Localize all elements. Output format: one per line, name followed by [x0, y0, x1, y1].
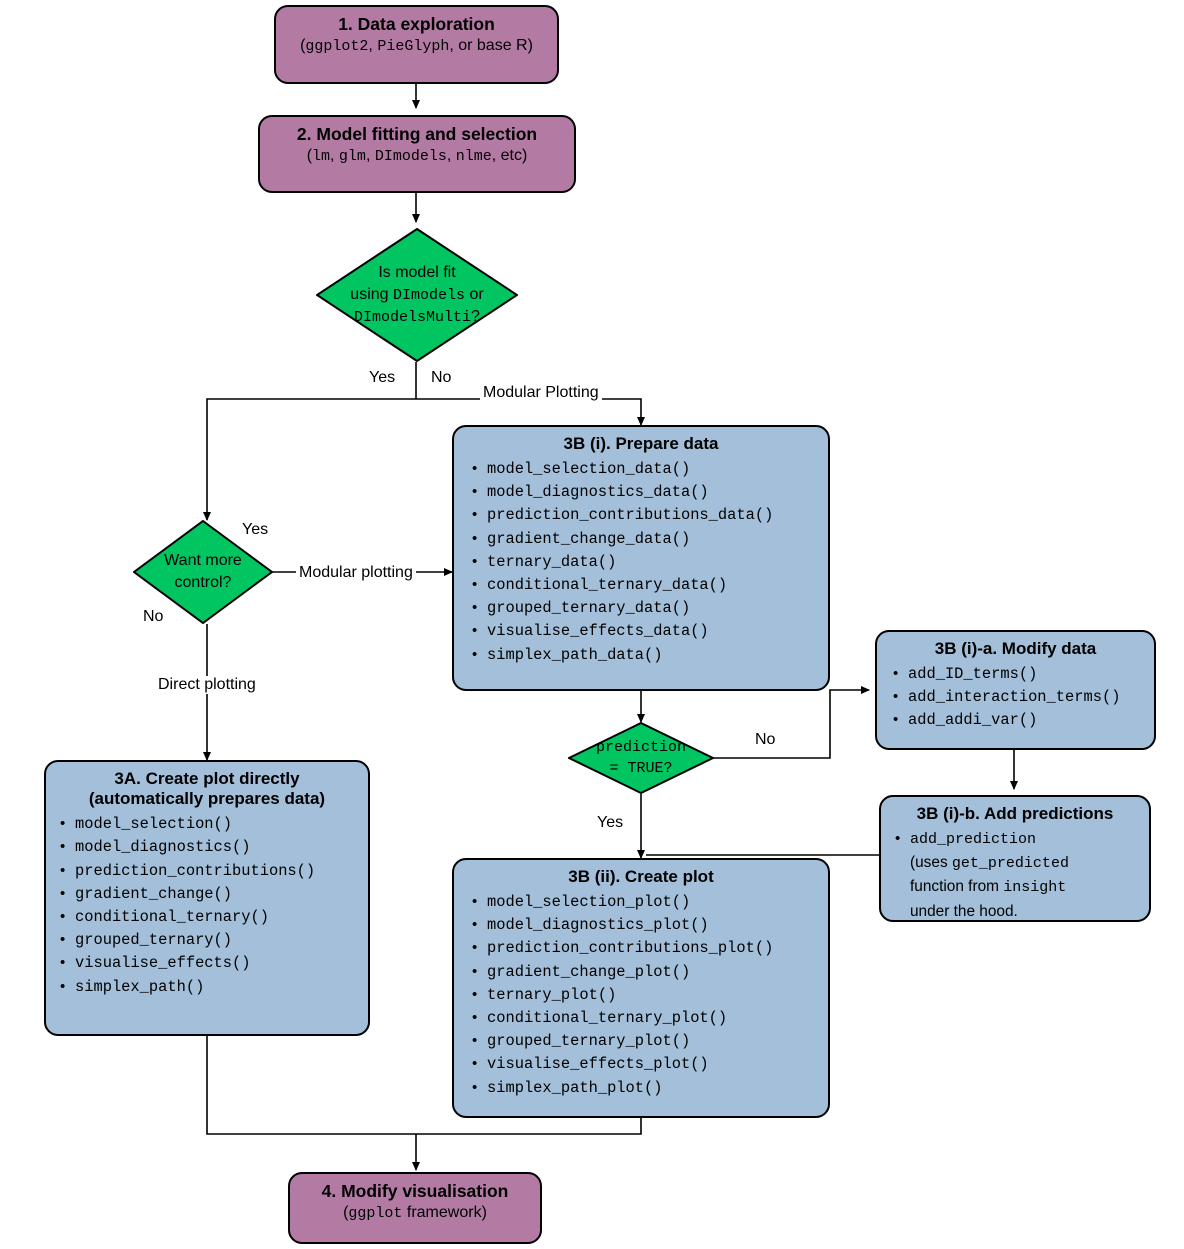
edge-no-modular-plotting: [416, 398, 645, 426]
list-item: simplex_path_plot(): [472, 1076, 828, 1100]
decision-want-more-control[interactable]: Want more control?: [133, 520, 273, 624]
decision-prediction-true[interactable]: prediction = TRUE?: [568, 722, 714, 794]
edge-prediction-no-modify: [713, 686, 870, 759]
node-step3b-i-prepare-data[interactable]: 3B (i). Prepare data model_selection_dat…: [452, 425, 830, 691]
list-item: add_prediction (uses get_predicted funct…: [895, 827, 1149, 923]
step3b-ib-note-list: add_prediction (uses get_predicted funct…: [881, 827, 1149, 923]
edge-label-yes-model-fit: Yes: [369, 369, 396, 386]
list-item: gradient_change_plot(): [472, 960, 828, 984]
list-item: visualise_effects(): [60, 951, 368, 975]
edge-label-no-prediction: No: [752, 731, 779, 749]
add-prediction-note-line3: function from insight: [910, 878, 1067, 897]
list-item: conditional_ternary_data(): [472, 573, 828, 597]
diamond-shape: [316, 228, 518, 362]
step3a-title-line2: (automatically prepares data): [88, 789, 326, 809]
list-item: ternary_plot(): [472, 983, 828, 1007]
node-step2-model-fitting[interactable]: 2. Model fitting and selection (lm, glm,…: [258, 115, 576, 193]
list-item: grouped_ternary(): [60, 928, 368, 952]
list-item: add_interaction_terms(): [893, 685, 1154, 709]
edge-label-yes-more-control: Yes: [242, 521, 269, 538]
list-item: prediction_contributions_plot(): [472, 936, 828, 960]
edge-label-yes-prediction: Yes: [597, 814, 624, 831]
list-item: prediction_contributions_data(): [472, 503, 828, 527]
edge-3a-bottom-bus: [206, 1036, 416, 1135]
add-prediction-name: add_prediction: [910, 831, 1037, 849]
node-step4-modify-visualisation[interactable]: 4. Modify visualisation (ggplot framewor…: [288, 1172, 542, 1244]
diamond-shape: [133, 520, 273, 624]
step3b-ia-function-list: add_ID_terms() add_interaction_terms() a…: [877, 662, 1154, 733]
list-item: prediction_contributions(): [60, 858, 368, 883]
edge-yes-more-control: [203, 398, 416, 521]
list-item: model_selection(): [60, 812, 368, 836]
add-prediction-note-line4: under the hood.: [910, 902, 1018, 920]
step1-subtitle: (ggplot2, PieGlyph, or base R): [300, 36, 533, 55]
decision-is-model-fit-label: Is model fit using DImodels or DImodelsM…: [350, 263, 484, 326]
step3b-ib-title: 3B (i)-b. Add predictions: [916, 804, 1114, 823]
edge-label-direct-plotting: Direct plotting: [155, 676, 259, 694]
node-step3a-create-plot-directly[interactable]: 3A. Create plot directly (automatically …: [44, 760, 370, 1036]
step2-subtitle: (lm, glm, DImodels, nlme, etc): [306, 146, 528, 165]
step3b-ia-title: 3B (i)-a. Modify data: [934, 639, 1097, 658]
step4-title: 4. Modify visualisation: [321, 1181, 509, 1201]
decision-is-model-fit[interactable]: Is model fit using DImodels or DImodelsM…: [316, 228, 518, 362]
decision-prediction-label: prediction = TRUE?: [595, 739, 686, 777]
edge-label-modular-plotting-upper: Modular Plotting: [480, 384, 602, 402]
step3b-ii-function-list: model_selection_plot() model_diagnostics…: [454, 890, 828, 1100]
list-item: gradient_change_data(): [472, 527, 828, 551]
edge-label-no-model-fit: No: [431, 369, 452, 386]
list-item: model_diagnostics(): [60, 835, 368, 859]
list-item: conditional_ternary(): [60, 905, 368, 929]
edge-label-no-more-control: No: [143, 608, 164, 625]
list-item: add_addi_var(): [893, 708, 1154, 732]
step3a-function-list: model_selection() model_diagnostics() pr…: [46, 812, 368, 999]
add-prediction-note-line2: (uses get_predicted: [910, 854, 1069, 873]
list-item: model_selection_plot(): [472, 890, 828, 914]
step3a-title-line1: 3A. Create plot directly: [114, 769, 300, 788]
node-step3b-ii-create-plot[interactable]: 3B (ii). Create plot model_selection_plo…: [452, 858, 830, 1118]
list-item: grouped_ternary_plot(): [472, 1029, 828, 1053]
decision-want-more-control-label: Want more control?: [164, 552, 242, 591]
list-item: simplex_path(): [60, 975, 368, 999]
step3b-i-title: 3B (i). Prepare data: [563, 434, 719, 453]
step3b-i-function-list: model_selection_data() model_diagnostics…: [454, 457, 828, 667]
node-step3b-ia-modify-data[interactable]: 3B (i)-a. Modify data add_ID_terms() add…: [875, 630, 1156, 750]
edge-label-modular-plotting-lower: Modular plotting: [296, 564, 416, 582]
step2-title: 2. Model fitting and selection: [296, 124, 538, 144]
list-item: conditional_ternary_plot(): [472, 1006, 828, 1030]
edge-3bii-bottom-bus: [416, 1118, 642, 1135]
diamond-shape: [568, 722, 714, 794]
list-item: ternary_data(): [472, 550, 828, 574]
node-step3b-ib-add-predictions[interactable]: 3B (i)-b. Add predictions add_prediction…: [879, 795, 1151, 922]
list-item: visualise_effects_data(): [472, 619, 828, 643]
step1-title: 1. Data exploration: [338, 14, 495, 34]
step3a-title: 3A. Create plot directly (automatically …: [46, 762, 368, 809]
list-item: visualise_effects_plot(): [472, 1052, 828, 1076]
step3b-ii-title: 3B (ii). Create plot: [568, 867, 714, 886]
step4-subtitle: (ggplot framework): [343, 1203, 487, 1222]
list-item: grouped_ternary_data(): [472, 596, 828, 620]
list-item: model_diagnostics_plot(): [472, 913, 828, 937]
list-item: model_selection_data(): [472, 457, 828, 481]
list-item: add_ID_terms(): [893, 662, 1154, 686]
list-item: gradient_change(): [60, 882, 368, 906]
list-item: model_diagnostics_data(): [472, 480, 828, 504]
list-item: simplex_path_data(): [472, 643, 828, 667]
node-step1-data-exploration[interactable]: 1. Data exploration (ggplot2, PieGlyph, …: [274, 5, 559, 84]
